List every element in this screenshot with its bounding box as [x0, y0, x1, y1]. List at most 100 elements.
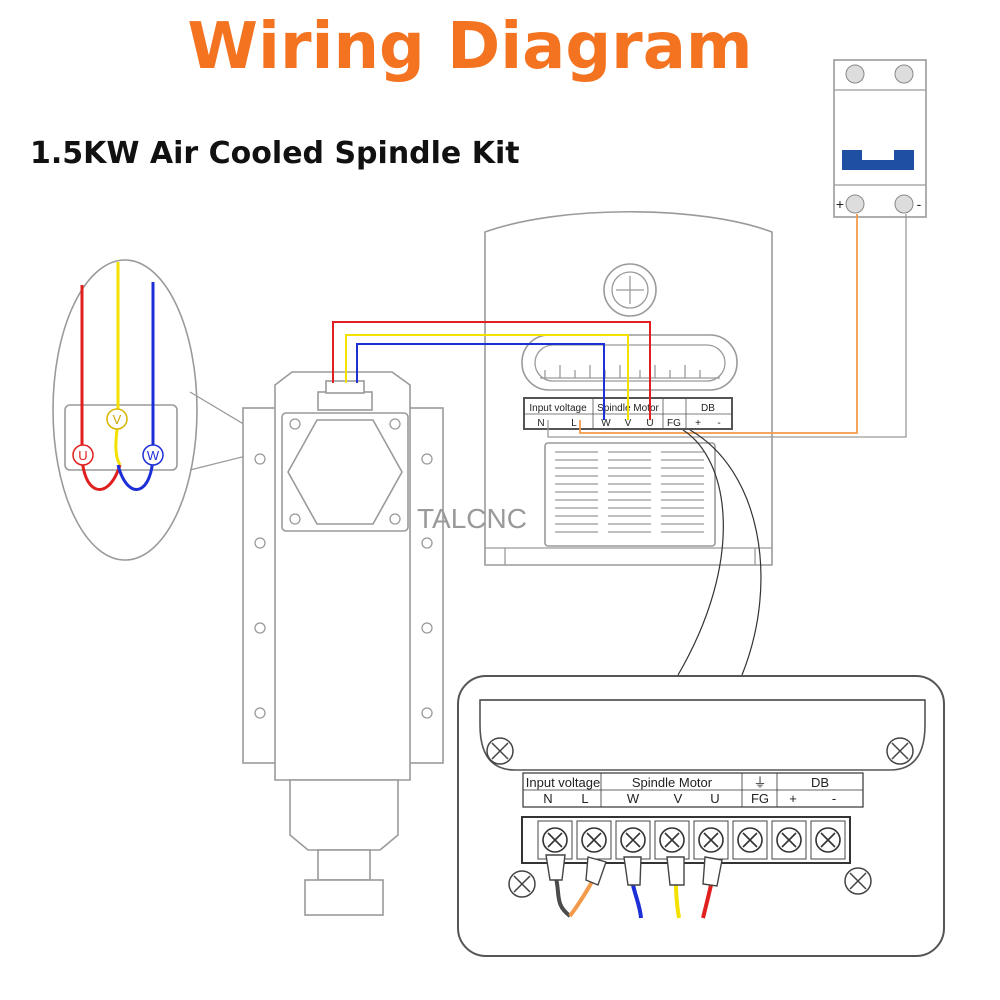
motor-connection-inset: U V W — [52, 259, 284, 561]
breaker-housing — [833, 59, 927, 218]
screw-cross-w — [625, 832, 641, 848]
junction-screw — [389, 513, 401, 525]
screw-terminals — [537, 820, 846, 860]
block-minus-label: - — [832, 791, 836, 806]
block-spindle-motor-label: Spindle Motor — [632, 775, 713, 790]
screw-cross-minus — [820, 832, 836, 848]
block-l-label: L — [581, 791, 588, 806]
vfd-display-window — [521, 334, 738, 391]
breaker-plus-screw — [845, 194, 865, 214]
terminal-block-enlarged: Input voltage Spindle Motor ⏚ DB N L W V… — [457, 675, 945, 957]
block-u-label: U — [710, 791, 719, 806]
block-w-label: W — [627, 791, 640, 806]
screw-cross-u — [703, 832, 719, 848]
lead-n-lug — [545, 854, 566, 881]
lead-v-lug — [666, 856, 685, 886]
diagram-title: Wiring Diagram — [187, 10, 752, 84]
lead-l-lug — [585, 856, 607, 886]
diagram-subtitle: 1.5KW Air Cooled Spindle Kit — [30, 136, 520, 171]
speed-knob-inner — [611, 271, 649, 309]
vfd-display-inner — [534, 344, 726, 382]
inset-u-terminal — [72, 444, 94, 466]
lead-v-wire — [674, 884, 681, 919]
corner-screw — [486, 737, 514, 765]
screw-cross-v — [664, 832, 680, 848]
vfd-l-label: L — [571, 418, 577, 429]
terminal-zoom-callout — [677, 429, 762, 676]
mount-hole — [421, 622, 433, 634]
callout-line — [689, 429, 762, 676]
vfd-v-label: V — [625, 418, 632, 429]
inset-w-terminal — [142, 444, 164, 466]
breaker-top-screw — [894, 64, 914, 84]
wire-blue-w — [356, 343, 605, 420]
inset-v-label: V — [113, 412, 122, 427]
vfd-db-label: DB — [701, 403, 715, 414]
vfd-minus-label: - — [717, 418, 720, 429]
junction-screw — [289, 513, 301, 525]
mount-hole — [421, 537, 433, 549]
mount-hole — [254, 622, 266, 634]
mount-hole — [421, 707, 433, 719]
vfd-fg-label: FG — [667, 418, 681, 429]
block-n-label: N — [543, 791, 552, 806]
corner-screw — [844, 867, 872, 895]
wire-yellow-v — [345, 334, 629, 420]
junction-box-lid — [287, 419, 403, 525]
mount-hole — [421, 453, 433, 465]
wire-orange-l — [579, 214, 858, 434]
mount-hole — [254, 453, 266, 465]
junction-screw — [389, 418, 401, 430]
vent-slots — [555, 451, 704, 533]
watermark: TALCNC — [417, 503, 527, 534]
crimped-leads — [545, 854, 723, 919]
block-db-label: DB — [811, 775, 829, 790]
screw-cross-n — [547, 832, 563, 848]
corner-screw — [508, 870, 536, 898]
wire-grey-n — [547, 214, 907, 438]
block-fg-label: FG — [751, 791, 769, 806]
spindle-motor — [242, 371, 444, 916]
motor-nose — [289, 779, 399, 851]
vfd-vent-grille — [544, 442, 716, 547]
vfd-w-label: W — [601, 418, 611, 429]
breaker-minus-screw — [894, 194, 914, 214]
lead-u-lug — [702, 856, 723, 887]
block-input-voltage-label: Input voltage — [526, 775, 600, 790]
inset-u-label: U — [78, 448, 87, 463]
lead-u-wire — [701, 884, 713, 919]
motor-nut — [304, 879, 384, 916]
screw-cross-l — [586, 832, 602, 848]
inset-w-label: W — [147, 448, 160, 463]
vfd-input-voltage-label: Input voltage — [529, 403, 587, 414]
lead-w-wire — [631, 884, 643, 919]
wire-red-u — [332, 321, 651, 420]
terminal-block-cover — [479, 699, 926, 771]
vfd-u-label: U — [646, 418, 653, 429]
breaker-minus-label: - — [917, 196, 922, 212]
block-v-label: V — [674, 791, 683, 806]
breaker-to-vfd-wiring — [547, 214, 907, 438]
lead-n-wire — [554, 877, 572, 918]
breaker-top-screw — [845, 64, 865, 84]
motor-collet — [317, 849, 371, 881]
screw-cross-plus — [781, 832, 797, 848]
callout-line — [677, 429, 724, 676]
lead-w-lug — [623, 856, 642, 886]
vfd-plus-label: + — [695, 418, 701, 429]
mount-hole — [254, 537, 266, 549]
cable-gland — [317, 391, 373, 411]
screw-cross-fg — [742, 832, 758, 848]
block-plus-label: + — [789, 791, 797, 806]
breaker-toggle — [842, 150, 914, 170]
vfd-n-label: N — [537, 418, 544, 429]
circuit-breaker: + - — [833, 59, 927, 218]
block-ground-symbol: ⏚ — [753, 775, 766, 790]
inset-v-terminal — [106, 408, 128, 430]
motor-to-vfd-wiring — [332, 321, 651, 420]
mount-hole — [254, 707, 266, 719]
breaker-plus-label: + — [836, 196, 844, 212]
junction-screw — [289, 418, 301, 430]
